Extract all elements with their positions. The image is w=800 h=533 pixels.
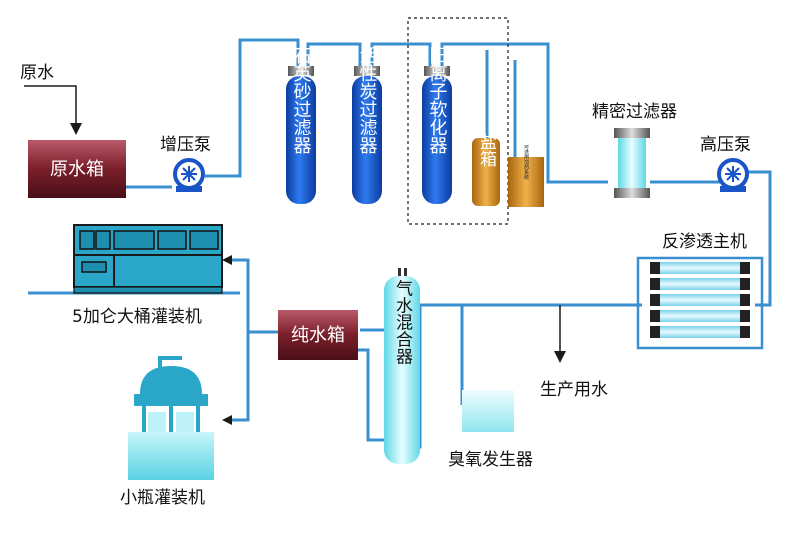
small-bottle-filler-machine: [128, 356, 214, 480]
production-water-label: 生产用水: [540, 380, 608, 400]
raw-water-tank: 原水箱: [28, 140, 126, 198]
raw-water-label: 原水: [20, 63, 54, 83]
gas-water-mixer-label: 气水混合器: [392, 279, 413, 364]
high-pressure-pump-label: 高压泵: [700, 135, 751, 155]
booster-pump-label: 增压泵: [160, 135, 211, 155]
pump-icon: [181, 166, 197, 182]
five-gallon-filler-machine: [73, 224, 223, 294]
raw-water-tank-label: 原水箱: [50, 159, 104, 180]
softener-group-outline: [407, 17, 509, 225]
ro-main-unit-label: 反渗透主机: [662, 232, 747, 252]
dosing-system: 可选用加药系统: [508, 145, 544, 207]
ro-main-unit: [636, 256, 764, 350]
booster-pump: [173, 158, 205, 192]
dosing-system-label: 可选用加药系统: [523, 145, 529, 181]
quartz-sand-filter: 石英砂过滤器: [286, 46, 316, 204]
pure-water-tank: 纯水箱: [278, 310, 358, 360]
five-gallon-filler-label: 5加仑大桶灌装机: [72, 307, 202, 327]
flow-arrows: [222, 255, 232, 425]
ozone-generator: [462, 390, 514, 432]
salt-tank: 盐箱: [472, 133, 500, 206]
ro-membrane: [650, 310, 750, 322]
ro-membrane: [650, 294, 750, 306]
precision-filter-label: 精密过滤器: [592, 102, 677, 122]
cation-softener: 阳离子软化器: [422, 46, 452, 204]
cation-softener-label: 阳离子软化器: [427, 46, 448, 154]
arrow-icon: [222, 255, 232, 265]
ro-membrane: [650, 326, 750, 338]
small-bottle-filler-label: 小瓶灌装机: [120, 488, 205, 508]
pump-icon: [725, 166, 741, 182]
activated-carbon-filter-label: 活性炭过滤器: [357, 46, 378, 154]
precision-filter: [614, 128, 650, 198]
salt-tank-label: 盐箱: [476, 133, 497, 167]
ro-membrane: [650, 278, 750, 290]
activated-carbon-filter: 活性炭过滤器: [352, 46, 382, 204]
ozone-generator-label: 臭氧发生器: [448, 450, 533, 470]
ro-membrane: [650, 262, 750, 274]
high-pressure-pump: [717, 158, 749, 192]
gas-water-mixer: 气水混合器: [384, 268, 420, 464]
pure-water-tank-label: 纯水箱: [291, 325, 345, 346]
arrow-icon: [222, 415, 232, 425]
quartz-sand-filter-label: 石英砂过滤器: [291, 46, 312, 154]
